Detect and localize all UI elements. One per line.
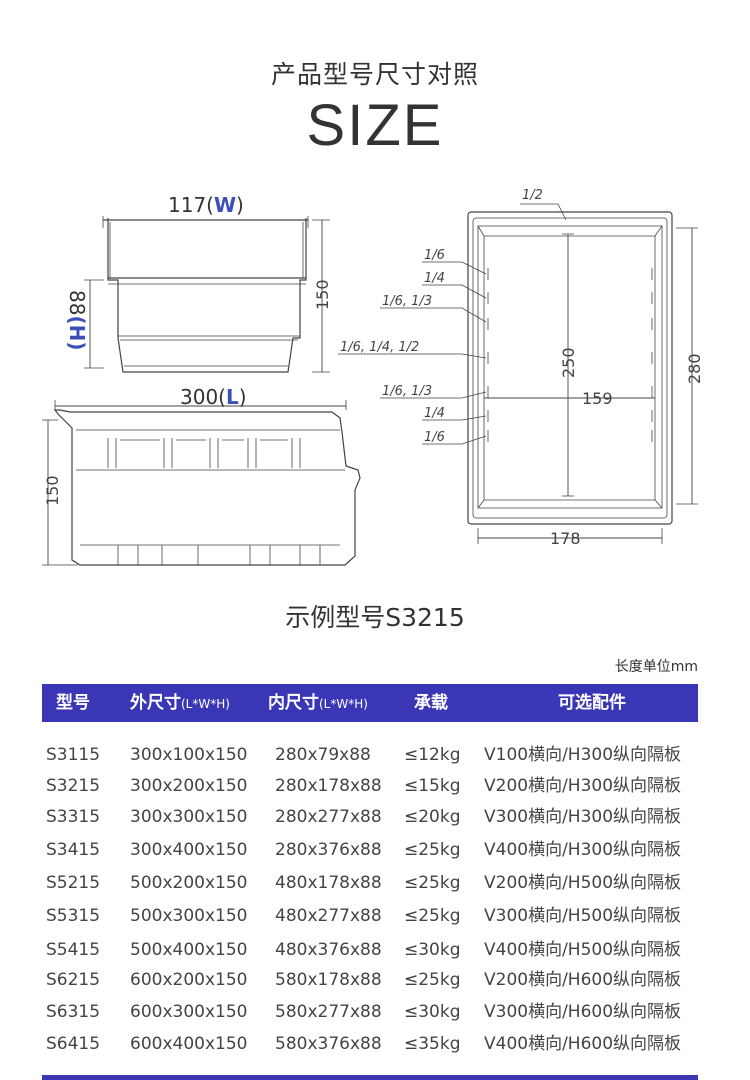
cell-outer: 500x300x150 — [130, 906, 248, 926]
plan-mark-7: 1/6 — [424, 430, 445, 445]
table-row: S3115 300x100x150 280x79x88 ≤12kg V100横向… — [42, 740, 698, 770]
unit-note: 长度单位mm — [614, 659, 698, 675]
cell-model: S5315 — [46, 906, 101, 926]
cell-load: ≤12kg — [404, 745, 461, 765]
cell-accessories: V200横向/H500纵向隔板 — [484, 873, 682, 893]
bottom-divider — [42, 1075, 698, 1080]
cell-inner: 280x79x88 — [275, 745, 371, 765]
cell-inner: 280x376x88 — [275, 840, 382, 860]
cell-load: ≤20kg — [404, 807, 461, 827]
cell-load: ≤25kg — [404, 873, 461, 893]
technical-drawings: 117(W) 300(L) 88(H) 150 150 250 159 280 … — [0, 180, 750, 580]
plan-view — [338, 203, 698, 544]
cell-outer: 300x200x150 — [130, 776, 248, 796]
cell-accessories: V400横向/H300纵向隔板 — [484, 840, 682, 860]
cell-model: S3415 — [46, 840, 101, 860]
cell-model: S6415 — [46, 1034, 101, 1054]
end-view — [84, 216, 330, 373]
plan-mark-5: 1/6, 1/3 — [382, 384, 432, 399]
side-view — [42, 400, 361, 566]
cell-load: ≤15kg — [404, 776, 461, 796]
cell-inner: 280x178x88 — [275, 776, 382, 796]
page-title: SIZE — [306, 93, 444, 158]
inner-length-dim: 250 — [559, 347, 578, 378]
cell-model: S3115 — [46, 745, 101, 765]
cell-model: S5415 — [46, 940, 101, 960]
cell-inner: 580x277x88 — [275, 1002, 382, 1022]
cell-outer: 300x100x150 — [130, 745, 248, 765]
cell-load: ≤25kg — [404, 906, 461, 926]
plan-mark-2: 1/4 — [424, 271, 445, 286]
cell-load: ≤25kg — [404, 840, 461, 860]
cell-outer: 300x300x150 — [130, 807, 248, 827]
plan-mark-3: 1/6, 1/3 — [382, 294, 432, 309]
cell-outer: 600x200x150 — [130, 970, 248, 990]
inner-width-dim: 159 — [582, 389, 613, 408]
header-outer-size: 外尺寸(L*W*H) — [130, 693, 230, 713]
cell-model: S3215 — [46, 776, 101, 796]
cell-outer: 600x300x150 — [130, 1002, 248, 1022]
table-row: S3315 300x300x150 280x277x88 ≤20kg V300横… — [42, 802, 698, 832]
page-subtitle: 产品型号尺寸对照 — [270, 60, 479, 89]
table-row: S3215 300x200x150 280x178x88 ≤15kg V200横… — [42, 771, 698, 801]
end-height-dim: 150 — [313, 279, 332, 310]
cell-accessories: V200横向/H300纵向隔板 — [484, 776, 682, 796]
cell-outer: 500x400x150 — [130, 940, 248, 960]
table-row: S5415 500x400x150 480x376x88 ≤30kg V400横… — [42, 935, 698, 965]
cell-load: ≤30kg — [404, 1002, 461, 1022]
length-dim-label: 300(L) — [180, 385, 247, 409]
inner-height-label: 88(H) — [65, 290, 89, 350]
cell-accessories: V300横向/H500纵向隔板 — [484, 906, 682, 926]
cell-inner: 480x376x88 — [275, 940, 382, 960]
table-row: S3415 300x400x150 280x376x88 ≤25kg V400横… — [42, 835, 698, 865]
table-row: S5315 500x300x150 480x277x88 ≤25kg V300横… — [42, 901, 698, 931]
cell-accessories: V400横向/H500纵向隔板 — [484, 940, 682, 960]
cell-inner: 280x277x88 — [275, 807, 382, 827]
table-row: S6215 600x200x150 580x178x88 ≤25kg V200横… — [42, 965, 698, 995]
cell-model: S6215 — [46, 970, 101, 990]
cell-model: S5215 — [46, 873, 101, 893]
cell-accessories: V300横向/H300纵向隔板 — [484, 807, 682, 827]
example-model-label: 示例型号S3215 — [285, 603, 465, 632]
header-accessories: 可选配件 — [558, 693, 626, 713]
cell-model: S3315 — [46, 807, 101, 827]
cell-inner: 480x178x88 — [275, 873, 382, 893]
header-model: 型号 — [56, 693, 90, 713]
cell-load: ≤35kg — [404, 1034, 461, 1054]
table-header: 型号 外尺寸(L*W*H) 内尺寸(L*W*H) 承载 可选配件 — [42, 684, 698, 722]
cell-model: S6315 — [46, 1002, 101, 1022]
header-load: 承载 — [414, 693, 448, 713]
drawing-svg: 117(W) 300(L) 88(H) 150 150 250 159 280 … — [42, 188, 704, 566]
width-dim-label: 117(W) — [168, 193, 244, 217]
cell-inner: 580x178x88 — [275, 970, 382, 990]
outer-length-dim: 280 — [685, 353, 704, 384]
plan-mark-4: 1/6, 1/4, 1/2 — [340, 340, 419, 355]
cell-outer: 500x200x150 — [130, 873, 248, 893]
plan-mark-1: 1/6 — [424, 248, 445, 263]
cell-load: ≤30kg — [404, 940, 461, 960]
table-row: S6315 600x300x150 580x277x88 ≤30kg V300横… — [42, 997, 698, 1027]
table-row: S6415 600x400x150 580x376x88 ≤35kg V400横… — [42, 1029, 698, 1059]
plan-top-mark: 1/2 — [522, 188, 543, 203]
cell-inner: 480x277x88 — [275, 906, 382, 926]
cell-accessories: V100横向/H300纵向隔板 — [484, 745, 682, 765]
side-height-dim: 150 — [43, 475, 62, 506]
plan-mark-6: 1/4 — [424, 406, 445, 421]
cell-outer: 300x400x150 — [130, 840, 248, 860]
cell-accessories: V400横向/H600纵向隔板 — [484, 1034, 682, 1054]
cell-inner: 580x376x88 — [275, 1034, 382, 1054]
cell-load: ≤25kg — [404, 970, 461, 990]
outer-width-dim: 178 — [550, 529, 581, 548]
header-inner-size: 内尺寸(L*W*H) — [268, 693, 368, 713]
cell-accessories: V300横向/H600纵向隔板 — [484, 1002, 682, 1022]
table-row: S5215 500x200x150 480x178x88 ≤25kg V200横… — [42, 868, 698, 898]
cell-outer: 600x400x150 — [130, 1034, 248, 1054]
cell-accessories: V200横向/H600纵向隔板 — [484, 970, 682, 990]
